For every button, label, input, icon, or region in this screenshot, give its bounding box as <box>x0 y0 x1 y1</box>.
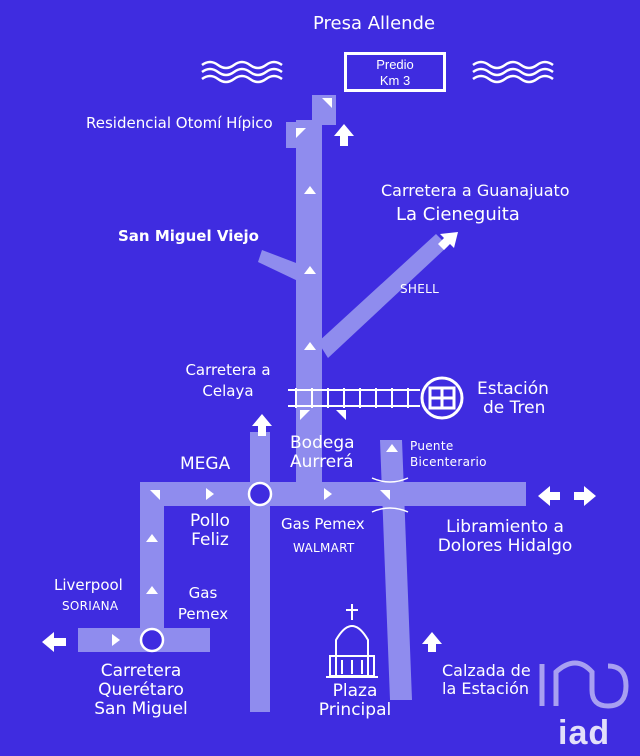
label-pollo-feliz: Pollo Feliz <box>190 511 230 551</box>
water-waves-icon-left <box>201 60 283 84</box>
train-station-icon <box>420 376 464 420</box>
label-residencial: Residencial Otomí Hípico <box>86 114 273 132</box>
railway <box>288 388 420 408</box>
direction-arrow-icon-celaya <box>252 414 272 436</box>
puente-bridge-icon <box>371 477 409 513</box>
direction-arrow-icon-east-west-left <box>538 486 560 506</box>
direction-arrow-icon-east-west-right <box>574 486 596 506</box>
road-queretaro-vertical <box>140 482 164 652</box>
direction-arrow-icon-west <box>42 632 66 652</box>
road-guanajuato-diagonal <box>318 234 448 358</box>
road-calzada <box>380 440 412 700</box>
label-presa-allende: Presa Allende <box>313 13 436 34</box>
water-waves-icon-right <box>472 60 554 84</box>
road-libramiento <box>140 482 526 506</box>
label-gas-pemex-queretaro: Gas Pemex <box>177 584 229 623</box>
label-walmart: WALMART <box>293 541 355 555</box>
label-la-cieneguita: La Cieneguita <box>396 204 520 225</box>
label-shell: SHELL <box>400 282 440 296</box>
label-puente-bicenterario: Puente Bicenterario <box>410 439 487 470</box>
label-estacion-de-tren: Estación de Tren <box>477 379 549 419</box>
predio-label: Predio <box>376 57 414 72</box>
roundabout-icon-queretaro <box>139 627 165 653</box>
label-carretera-guanajuato: Carretera a Guanajuato <box>381 181 570 200</box>
label-gas-pemex-walmart: Gas Pemex <box>281 515 365 533</box>
predio-km-label: Km 3 <box>379 73 411 88</box>
label-soriana: SORIANA <box>62 599 119 613</box>
label-calzada-estacion: Calzada de la Estación <box>442 661 531 698</box>
label-carretera-queretaro: Carretera Querétaro San Miguel <box>94 661 188 720</box>
label-bodega-aurrera: Bodega Aurrerá <box>290 433 355 473</box>
label-liverpool: Liverpool <box>54 576 123 594</box>
predio-km3-box: Predio Km 3 <box>344 52 446 92</box>
direction-arrow-icon-north <box>334 124 354 146</box>
road-main-north <box>296 120 322 490</box>
label-plaza-principal: Plaza Principal <box>318 681 392 721</box>
iad-logo-icon <box>539 660 629 709</box>
label-carretera-celaya: Carretera a Celaya <box>185 361 271 400</box>
roundabout-icon-mega <box>247 481 273 507</box>
label-mega: MEGA <box>180 454 231 474</box>
road-celaya-vertical <box>250 432 270 712</box>
label-libramiento-dolores: Libramiento a Dolores Hidalgo <box>437 517 573 557</box>
direction-arrow-icon-calzada <box>422 632 442 652</box>
church-icon <box>326 604 378 678</box>
road-san-miguel-viejo <box>258 250 304 282</box>
direction-arrow-icon-guanajuato <box>438 232 458 250</box>
label-san-miguel-viejo: San Miguel Viejo <box>118 227 259 245</box>
iad-watermark: iad <box>558 714 611 752</box>
